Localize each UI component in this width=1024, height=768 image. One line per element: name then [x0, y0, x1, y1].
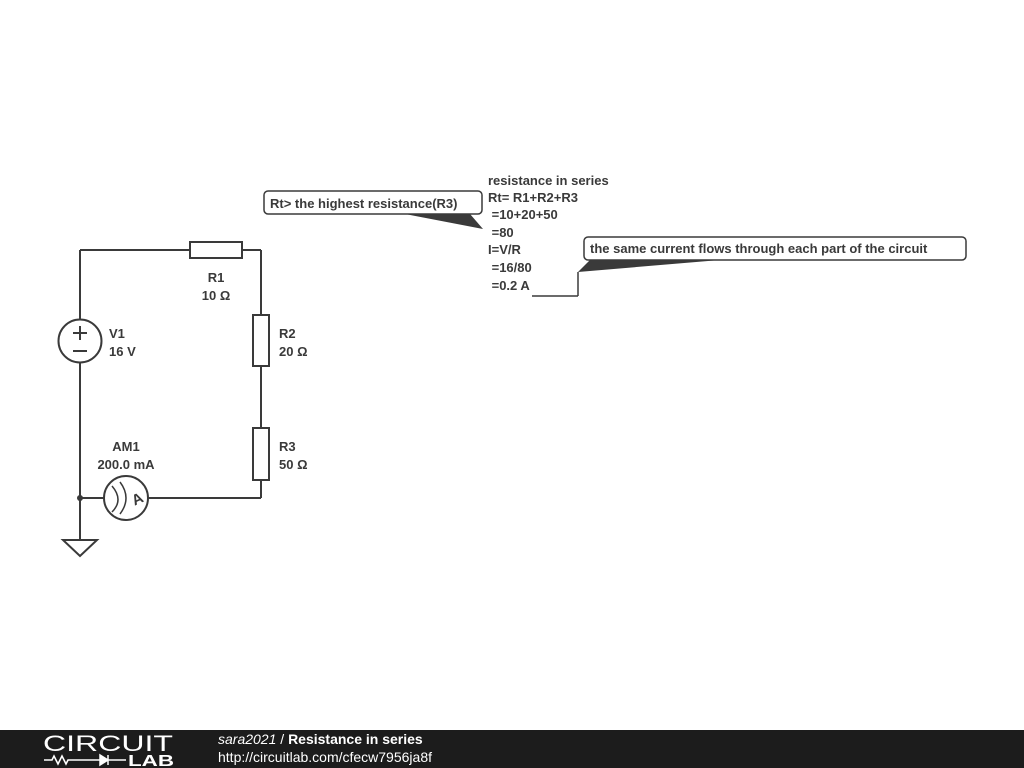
footer-title-line: sara2021 / Resistance in series	[218, 731, 423, 748]
r2-label: R2	[279, 326, 296, 341]
footer-bar: CIRCUIT LAB sara2021 / Resistance in ser…	[0, 730, 1024, 768]
logo-resistor-icon	[44, 754, 100, 766]
r1-label: R1	[208, 270, 225, 285]
am1-value: 200.0 mA	[97, 457, 155, 472]
resistor-r2[interactable]	[252, 314, 270, 367]
ground-symbol	[60, 539, 100, 558]
author-name[interactable]: sara2021	[218, 731, 277, 747]
r3-label: R3	[279, 439, 296, 454]
resistor-r3[interactable]	[252, 427, 270, 481]
v1-label: V1	[109, 326, 125, 341]
circuit-url-link[interactable]: http://circuitlab.com/cfecw7956ja8f	[218, 749, 432, 765]
callout-pointer	[405, 214, 483, 229]
callout-same-current[interactable]: the same current flows through each part…	[532, 236, 967, 297]
callout-pointer	[578, 260, 720, 272]
calc-line-3: =10+20+50	[488, 207, 558, 222]
calc-line-6: =16/80	[488, 260, 532, 275]
r1-value: 10 Ω	[202, 288, 231, 303]
junction-dot	[77, 495, 83, 501]
callout-highest-resistance-text: Rt> the highest resistance(R3)	[270, 196, 457, 211]
v1-value: 16 V	[109, 344, 136, 359]
calc-line-4: =80	[488, 225, 514, 240]
circuitlab-logo[interactable]: CIRCUIT LAB	[40, 730, 180, 768]
calc-line-2: Rt= R1+R2+R3	[488, 190, 578, 205]
calc-line-5: I=V/R	[488, 242, 521, 257]
calc-line-7: =0.2 A	[488, 278, 530, 293]
ammeter-needle-arc	[111, 481, 127, 515]
resistor-r1[interactable]	[189, 241, 243, 259]
ammeter-am1[interactable]: A	[103, 475, 149, 521]
calc-line-1: resistance in series	[488, 173, 609, 188]
r3-value: 50 Ω	[279, 457, 308, 472]
callout-highest-resistance[interactable]: Rt> the highest resistance(R3)	[263, 190, 483, 229]
logo-text-circuit: CIRCUIT	[43, 731, 173, 756]
calculation-notes: resistance in series Rt= R1+R2+R3 =10+20…	[488, 173, 609, 293]
r2-value: 20 Ω	[279, 344, 308, 359]
logo-text-lab: LAB	[128, 753, 174, 768]
callout-same-current-text: the same current flows through each part…	[590, 241, 928, 256]
title-separator: /	[276, 731, 289, 747]
wires	[79, 249, 262, 540]
am1-label: AM1	[112, 439, 139, 454]
schematic-canvas: A R1 10 Ω R2 20 Ω R3 50 Ω V1 16 V AM1 20…	[57, 173, 967, 558]
voltage-source-v1[interactable]	[57, 318, 103, 364]
circuit-title[interactable]: Resistance in series	[288, 731, 423, 747]
logo-diode-icon	[99, 753, 110, 767]
